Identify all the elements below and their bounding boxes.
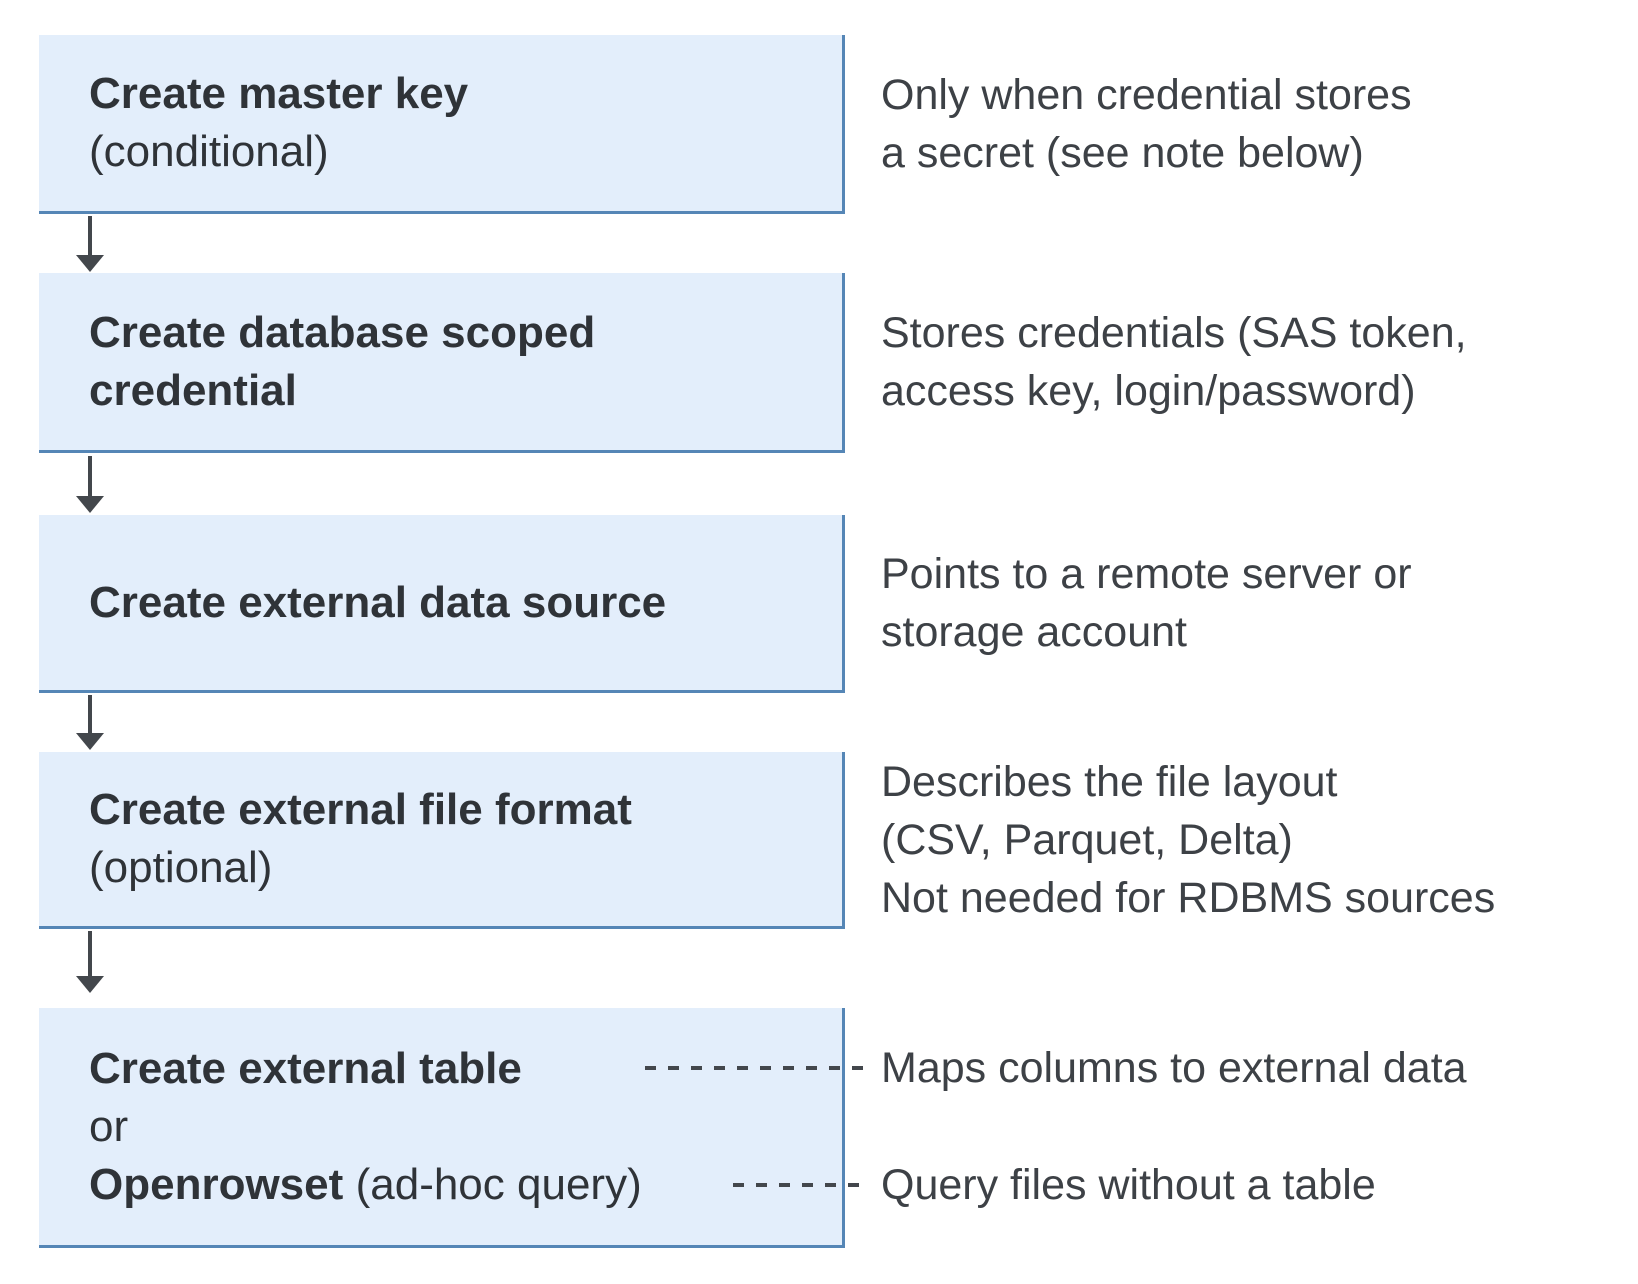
step-text: Create external table or Openrowset(ad-h… [39, 1008, 842, 1245]
step-title: Create external file format [89, 785, 632, 834]
arrow-shaft [88, 931, 92, 979]
step-title: Create master key [89, 69, 469, 118]
flow-step-create-database-scoped-credential: Create database scoped credential [39, 273, 845, 453]
arrow-head [76, 733, 104, 750]
annotation-data-source: Points to a remote server or storage acc… [881, 550, 1412, 656]
step-alt-note: (ad-hoc query) [355, 1159, 642, 1209]
step-text: Create external data source [39, 515, 842, 690]
arrow-head [76, 255, 104, 272]
step-alt-title: Openrowset [89, 1159, 344, 1209]
step-text: Create master key (conditional) [39, 35, 842, 211]
annotation-file-format: Describes the file layout (CSV, Parquet,… [881, 758, 1496, 922]
arrow-head [76, 496, 104, 513]
annotation-scoped-credential: Stores credentials (SAS token, access ke… [881, 309, 1467, 415]
down-arrow-icon [76, 216, 104, 272]
down-arrow-icon [76, 456, 104, 513]
annotation-master-key: Only when credential stores a secret (se… [881, 71, 1412, 177]
arrow-head [76, 976, 104, 993]
flow-step-create-external-file-format: Create external file format (optional) [39, 752, 845, 929]
arrow-shaft [88, 216, 92, 258]
down-arrow-icon [76, 695, 104, 750]
arrow-shaft [88, 456, 92, 499]
step-text: Create database scoped credential [39, 273, 842, 450]
step-note: (conditional) [89, 127, 329, 176]
annotation-external-table: Maps columns to external data [881, 1044, 1467, 1092]
arrow-shaft [88, 695, 92, 736]
step-text: Create external file format (optional) [39, 752, 842, 926]
step-note: (optional) [89, 843, 273, 892]
dashed-connector-external-table [645, 1066, 871, 1070]
flow-step-create-external-data-source: Create external data source [39, 515, 845, 693]
down-arrow-icon [76, 931, 104, 993]
flow-step-create-external-table-or-openrowset: Create external table or Openrowset(ad-h… [39, 1008, 845, 1248]
step-or-label: or [89, 1101, 129, 1151]
flow-step-create-master-key: Create master key (conditional) [39, 35, 845, 214]
step-alt-line: Openrowset(ad-hoc query) [89, 1156, 842, 1214]
dashed-connector-openrowset [733, 1183, 871, 1187]
step-title: Create database scoped credential [89, 307, 596, 415]
step-title: Create external data source [89, 577, 667, 627]
step-title: Create external table [89, 1043, 522, 1093]
annotation-openrowset: Query files without a table [881, 1161, 1376, 1209]
